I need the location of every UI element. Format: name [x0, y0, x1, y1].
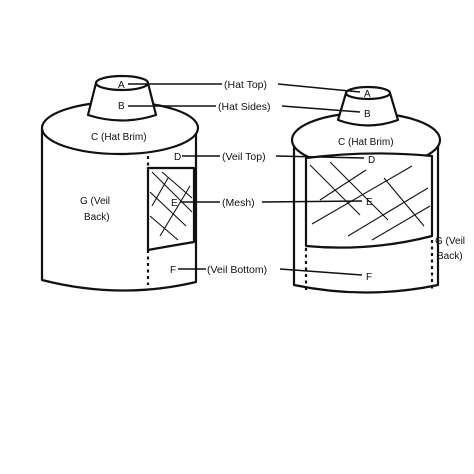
left-veil-top-letter: D — [174, 152, 181, 163]
left-mesh-lines — [149, 171, 193, 241]
leader-mesh-right — [261, 200, 363, 203]
right-hat-brim-label: C (Hat Brim) — [338, 137, 394, 148]
right-veil-bottom-letter: F — [366, 272, 372, 283]
right-mesh-letter: E — [366, 197, 373, 208]
left-hat: A B C (Hat Brim) D E F G (Veil Back) — [40, 74, 200, 292]
leader-hat-sides-right — [281, 105, 361, 113]
right-hat-sides — [336, 92, 400, 127]
legend-veil-bottom: (Veil Bottom) — [207, 264, 267, 276]
leader-veil-top-right — [275, 155, 365, 159]
right-veil-back-line1: G (Veil — [435, 236, 465, 247]
left-veil-back-line2: Back) — [84, 212, 110, 223]
legend-hat-top: (Hat Top) — [224, 79, 267, 91]
left-hat-sides-letter: B — [118, 101, 125, 112]
right-hat: A B C (Hat Brim) D E F G (Veil Back) — [290, 85, 465, 294]
right-mesh-lines — [309, 161, 431, 241]
legend-hat-sides: (Hat Sides) — [218, 101, 271, 113]
legend: (Hat Top) (Hat Sides) (Veil Top) (Mesh) … — [207, 79, 271, 276]
left-hat-top-letter: A — [118, 80, 125, 91]
left-hat-brim-label: C (Hat Brim) — [91, 132, 147, 143]
right-hat-sides-letter: B — [364, 109, 371, 120]
left-veil-back-line1: G (Veil — [80, 196, 110, 207]
leader-veil-bottom-right — [279, 268, 363, 276]
legend-mesh: (Mesh) — [222, 197, 255, 209]
legend-veil-top: (Veil Top) — [222, 151, 266, 163]
left-veil-bottom-letter: F — [170, 265, 176, 276]
left-hat-top — [94, 74, 150, 92]
right-hat-top-letter: A — [364, 89, 371, 100]
leader-lines — [128, 83, 365, 276]
leader-hat-top-right — [277, 83, 361, 93]
right-hat-top — [344, 85, 392, 101]
left-hat-sides — [86, 82, 158, 122]
left-mesh-window — [146, 166, 196, 252]
right-veil-back-line2: Back) — [437, 251, 463, 262]
right-veil-top-letter: D — [368, 155, 375, 166]
left-mesh-letter: E — [171, 198, 178, 209]
